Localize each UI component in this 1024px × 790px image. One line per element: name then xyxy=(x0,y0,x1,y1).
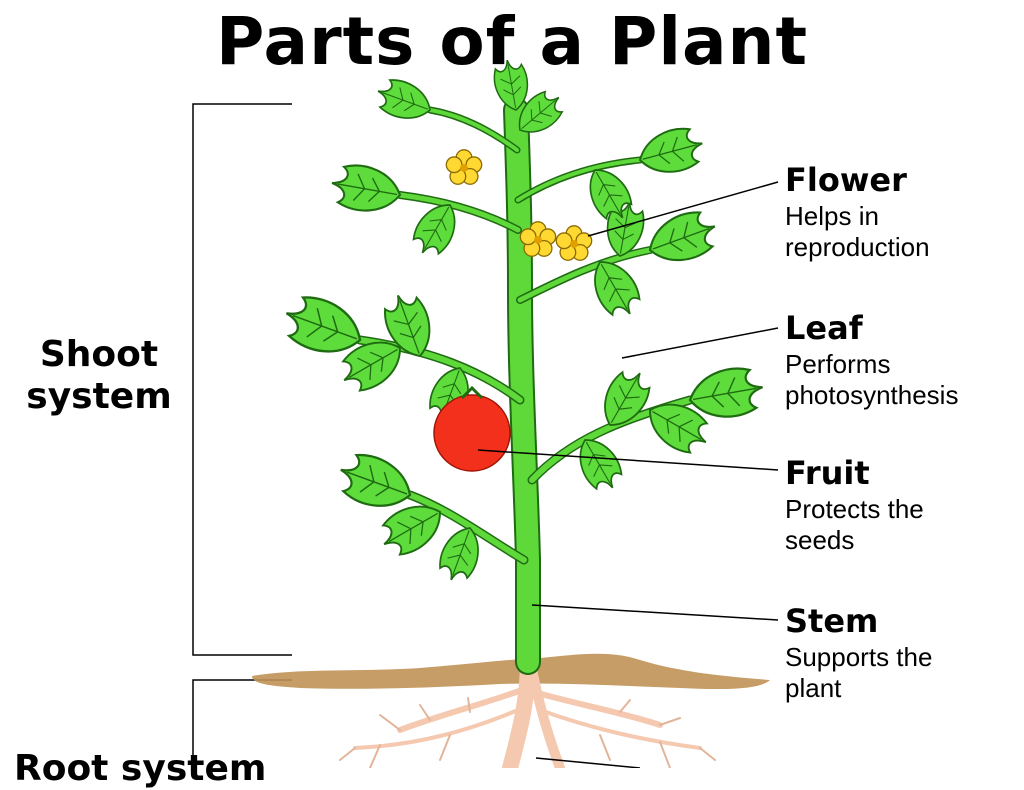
fruit xyxy=(433,385,511,472)
root-system-label: Root system xyxy=(14,748,267,789)
leaf-leader-line xyxy=(621,327,779,359)
stem-callout: Stem Supports the plant xyxy=(785,604,932,704)
leaf-description: Performs photosynthesis xyxy=(785,349,959,410)
fruit-leader-line xyxy=(477,449,779,471)
flower-name: Flower xyxy=(785,161,907,199)
leaf-callout: Leaf Performs photosynthesis xyxy=(785,311,958,411)
leader-lines xyxy=(477,181,779,768)
fruit-description: Protects the seeds xyxy=(785,494,924,555)
flower-leader-line xyxy=(587,181,779,237)
leaf-name: Leaf xyxy=(785,309,863,347)
plant-diagram xyxy=(192,56,779,768)
fruit-callout: Fruit Protects the seeds xyxy=(785,456,924,556)
shoot-system-bracket xyxy=(192,103,292,656)
fruit-name: Fruit xyxy=(785,454,870,492)
stem-name: Stem xyxy=(785,602,879,640)
soil-line xyxy=(252,653,770,690)
stem-description: Supports the plant xyxy=(785,642,933,703)
stem-leader-line xyxy=(531,604,779,621)
flower-description: Helps in reproduction xyxy=(785,201,930,262)
shoot-system-label: Shoot system xyxy=(26,334,172,417)
root-leader-line xyxy=(535,757,641,768)
flower-callout: Flower Helps in reproduction xyxy=(785,163,930,263)
